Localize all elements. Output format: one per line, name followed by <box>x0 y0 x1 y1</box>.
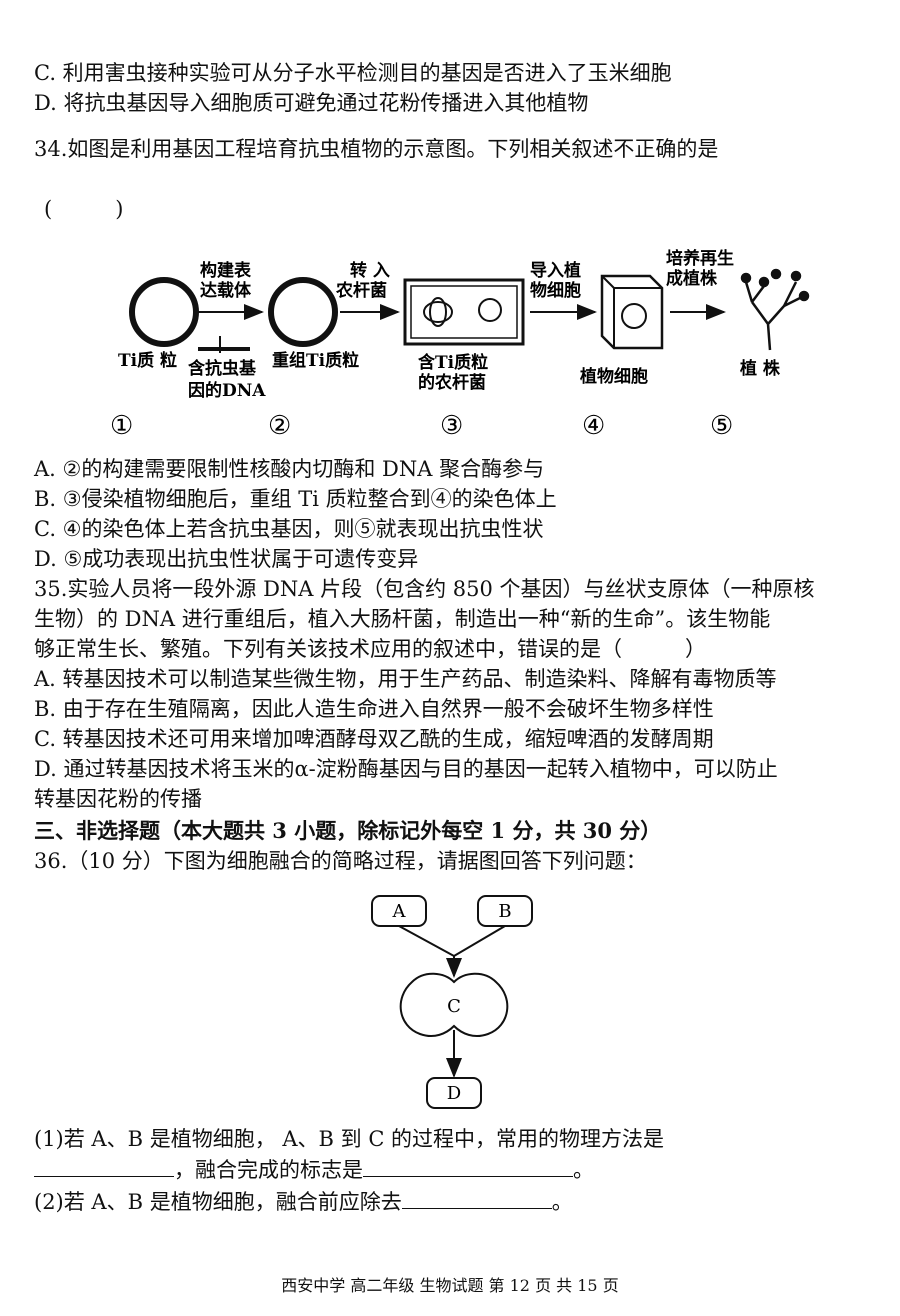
q34-option-d: D. ⑤成功表现出抗虫性状属于可遗传变异 <box>34 547 419 571</box>
label-dna-line2: 因的DNA <box>188 380 266 401</box>
q36-part1-line1: (1)若 A、B 是植物细胞， A、B 到 C 的过程中，常用的物理方法是 <box>34 1127 665 1151</box>
label-agro-line1: 含Ti质粒 <box>418 352 488 373</box>
arrow-b-c <box>453 925 506 957</box>
agrobacterium-box <box>403 278 525 346</box>
q35-stem-3: 够正常生长、繁殖。下列有关该技术应用的叙述中，错误的是（ ） <box>34 637 706 661</box>
label-c: C <box>447 996 461 1017</box>
ti-plasmid-shape <box>129 277 199 347</box>
q36-part1-mid-text: ，融合完成的标志是 <box>174 1158 363 1182</box>
plant-drawing <box>740 268 810 351</box>
label-agro-line2: 的农杆菌 <box>418 372 486 393</box>
label-a: A <box>392 901 407 922</box>
answer-blank-fusion-sign[interactable] <box>363 1154 573 1177</box>
q35-stem-1: 35.实验人员将一段外源 DNA 片段（包含约 850 个基因）与丝状支原体（一… <box>34 577 815 601</box>
label-step3-line1: 导入植 <box>530 260 581 281</box>
q36-stem: 36.（10 分）下图为细胞融合的简略过程，请据图回答下列问题： <box>34 849 647 873</box>
label-step2-line1: 转 入 <box>350 260 390 281</box>
q36-figure: A B C D <box>371 895 533 1109</box>
q34-stem: 34.如图是利用基因工程培育抗虫植物的示意图。下列相关叙述不正确的是 <box>34 137 719 161</box>
num-1: ① <box>110 411 133 441</box>
label-plant: 植 株 <box>740 358 781 379</box>
q36-part1-line2: ，融合完成的标志是 。 <box>34 1154 594 1185</box>
label-step4-line1: 培养再生 <box>666 248 734 269</box>
num-4: ④ <box>582 411 605 441</box>
agro-plasmid-ring <box>478 298 502 322</box>
q35-stem-2: 生物）的 DNA 进行重组后，植入大肠杆菌，制造出一种“新的生命”。该生物能 <box>34 607 771 631</box>
q33-option-c: C. 利用害虫接种实验可从分子水平检测目的基因是否进入了玉米细胞 <box>34 61 672 85</box>
q36-part2-text: (2)若 A、B 是植物细胞，融合前应除去 <box>34 1190 402 1214</box>
plant-cell-shape <box>600 274 664 350</box>
q35-option-a: A. 转基因技术可以制造某些微生物，用于生产药品、制造染料、降解有毒物质等 <box>34 667 777 691</box>
label-ti-plasmid: Ti质 粒 <box>118 350 177 371</box>
q34-answer-paren: ( ) <box>44 197 124 221</box>
page-footer: 西安中学 高二年级 生物试题 第 12 页 共 15 页 <box>281 1276 619 1295</box>
q35-option-d-2: 转基因花粉的传播 <box>34 787 202 811</box>
q34-option-b: B. ③侵染植物细胞后，重组 Ti 质粒整合到④的染色体上 <box>34 487 557 511</box>
q33-option-d: D. 将抗虫基因导入细胞质可避免通过花粉传播进入其他植物 <box>34 91 589 115</box>
label-step3-line2: 物细胞 <box>530 280 581 301</box>
plant-cell-nucleus <box>621 303 647 329</box>
arrow-a-c <box>398 925 455 957</box>
label-b: B <box>498 901 511 922</box>
num-3: ③ <box>440 411 463 441</box>
label-step2-line2: 农杆菌 <box>335 280 387 301</box>
answer-blank-physical-method[interactable] <box>34 1154 174 1177</box>
label-recombinant: 重组Ti质粒 <box>272 350 359 371</box>
recombinant-plasmid-shape <box>268 277 338 347</box>
section-3-heading: 三、非选择题（本大题共 3 小题，除标记外每空 1 分，共 30 分） <box>34 818 662 843</box>
q34-option-c: C. ④的染色体上若含抗虫基因，则⑤就表现出抗虫性状 <box>34 517 544 541</box>
agro-plasmid-tangle <box>423 301 453 323</box>
num-5: ⑤ <box>710 411 733 441</box>
num-2: ② <box>268 411 291 441</box>
q36-part2-end: 。 <box>551 1190 573 1214</box>
q36-part2-line: (2)若 A、B 是植物细胞，融合前应除去 。 <box>34 1186 573 1217</box>
label-step4-line2: 成植株 <box>666 268 718 289</box>
q34-figure: Ti质 粒 构建表 达载体 含抗虫基 因的DNA 重组Ti质粒 转 入 农杆菌 … <box>110 248 810 441</box>
fused-cell-c <box>399 972 509 1037</box>
q35-option-d-1: D. 通过转基因技术将玉米的α-淀粉酶基因与目的基因一起转入植物中，可以防止 <box>34 757 778 781</box>
label-dna-line1: 含抗虫基 <box>188 358 257 379</box>
label-plant-cell: 植物细胞 <box>580 366 648 387</box>
q35-option-c: C. 转基因技术还可用来增加啤酒酵母双乙酰的生成，缩短啤酒的发酵周期 <box>34 727 714 751</box>
label-step1-line1: 构建表 <box>200 260 252 281</box>
q34-option-a: A. ②的构建需要限制性核酸内切酶和 DNA 聚合酶参与 <box>34 457 545 481</box>
label-d: D <box>447 1083 461 1104</box>
q35-option-b: B. 由于存在生殖隔离，因此人造生命进入自然界一般不会破坏生物多样性 <box>34 697 714 721</box>
answer-blank-remove[interactable] <box>401 1186 552 1209</box>
q36-part1-end: 。 <box>573 1158 594 1182</box>
box-d <box>426 1077 482 1109</box>
label-step1-line2: 达载体 <box>200 280 252 301</box>
